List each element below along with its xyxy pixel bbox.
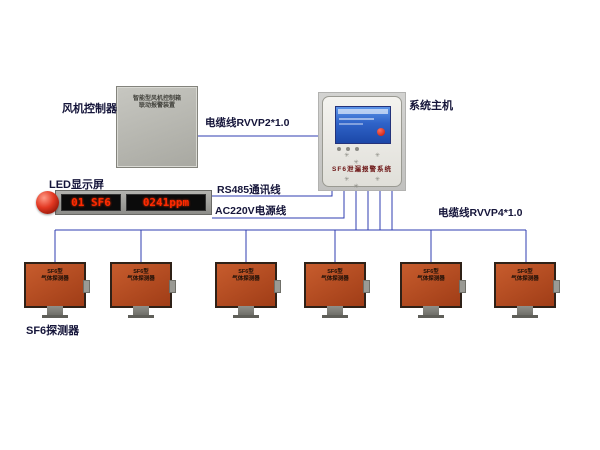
fan-cabinet-text-line1: 智能型风机控制箱: [132, 96, 181, 102]
sf6-detector-6: SF6型气体探测器: [494, 262, 560, 318]
host-buttons: [337, 147, 359, 151]
detector-stand: [238, 306, 254, 315]
screen-red-indicator: [377, 128, 385, 136]
host-screen: [335, 106, 391, 144]
host-button: [346, 147, 350, 151]
system-host-photo: ✳ ✳ ✳ SF6泄漏报警系统 ✳ ✳ ✳: [318, 92, 406, 191]
host-name-plate: SF6泄漏报警系统: [332, 166, 392, 173]
detector-base: [418, 315, 444, 318]
host-button: [337, 147, 341, 151]
sf6-detector-5: SF6型气体探测器: [400, 262, 466, 318]
detector-stand: [327, 306, 343, 315]
detector-stand: [423, 306, 439, 315]
detector-model-text: SF6型: [423, 269, 439, 275]
alarm-lamp: [36, 191, 59, 214]
detector-base: [42, 315, 68, 318]
host-vents-bottom: ✳ ✳ ✳: [344, 177, 392, 190]
detector-stand: [517, 306, 533, 315]
sf6-detector-4: SF6型气体探测器: [304, 262, 370, 318]
detector-name-text: 气体探测器: [41, 275, 69, 282]
detector-bracket: [83, 280, 90, 293]
sf6-detector-2: SF6型气体探测器: [110, 262, 176, 318]
sf6-detector-3: SF6型气体探测器: [215, 262, 281, 318]
detector-name-text: 气体探测器: [417, 275, 445, 282]
detector-name-text: 气体探测器: [127, 275, 155, 282]
detector-bracket: [553, 280, 560, 293]
detector-name-text: 气体探测器: [232, 275, 260, 282]
detector-stand: [47, 306, 63, 315]
wire-rs485: [212, 189, 333, 197]
wire-ac220v: [212, 189, 345, 219]
fan-cabinet-text: 智能型风机控制箱 联动报警装置: [117, 96, 197, 110]
rs485-label: RS485通讯线: [217, 184, 281, 196]
detector-bracket: [274, 280, 281, 293]
led-display-label: LED显示屏: [49, 179, 104, 191]
detector-base: [322, 315, 348, 318]
detector-model-text: SF6型: [133, 269, 149, 275]
screen-header-band: [338, 109, 388, 114]
host-button: [355, 147, 359, 151]
detector-model-text: SF6型: [47, 269, 63, 275]
system-host-label: 系统主机: [409, 100, 453, 112]
cable-rvvp2-label: 电缆线RVVP2*1.0: [205, 117, 290, 129]
sf6-detector-1: SF6型气体探测器: [24, 262, 90, 318]
system-host-device: ✳ ✳ ✳ SF6泄漏报警系统 ✳ ✳ ✳: [322, 96, 402, 190]
detector-name-text: 气体探测器: [511, 275, 539, 282]
detector-base: [512, 315, 538, 318]
detector-bracket: [363, 280, 370, 293]
led-display: 01 SF6 0241ppm: [55, 190, 212, 215]
cable-rvvp4-label: 电缆线RVVP4*1.0: [438, 207, 523, 219]
sf6-detector-label: SF6探测器: [26, 325, 80, 337]
detector-model-text: SF6型: [238, 269, 254, 275]
detector-bracket: [459, 280, 466, 293]
led-value-readout: 0241ppm: [126, 194, 206, 211]
detector-bracket: [169, 280, 176, 293]
fan-controller-label: 风机控制器: [62, 103, 117, 115]
host-vents-top: ✳ ✳ ✳: [344, 153, 392, 166]
screen-text-line: [339, 118, 375, 120]
detector-name-text: 气体探测器: [321, 275, 349, 282]
detector-model-text: SF6型: [327, 269, 343, 275]
fan-controller-cabinet: 智能型风机控制箱 联动报警装置: [116, 86, 198, 168]
detector-model-text: SF6型: [517, 269, 533, 275]
fan-cabinet-text-line2: 联动报警装置: [138, 103, 175, 109]
detector-stand: [133, 306, 149, 315]
led-channel-readout: 01 SF6: [61, 194, 121, 211]
ac220v-label: AC220V电源线: [215, 205, 287, 217]
screen-text-line: [339, 123, 364, 125]
detector-base: [128, 315, 154, 318]
detector-base: [233, 315, 259, 318]
